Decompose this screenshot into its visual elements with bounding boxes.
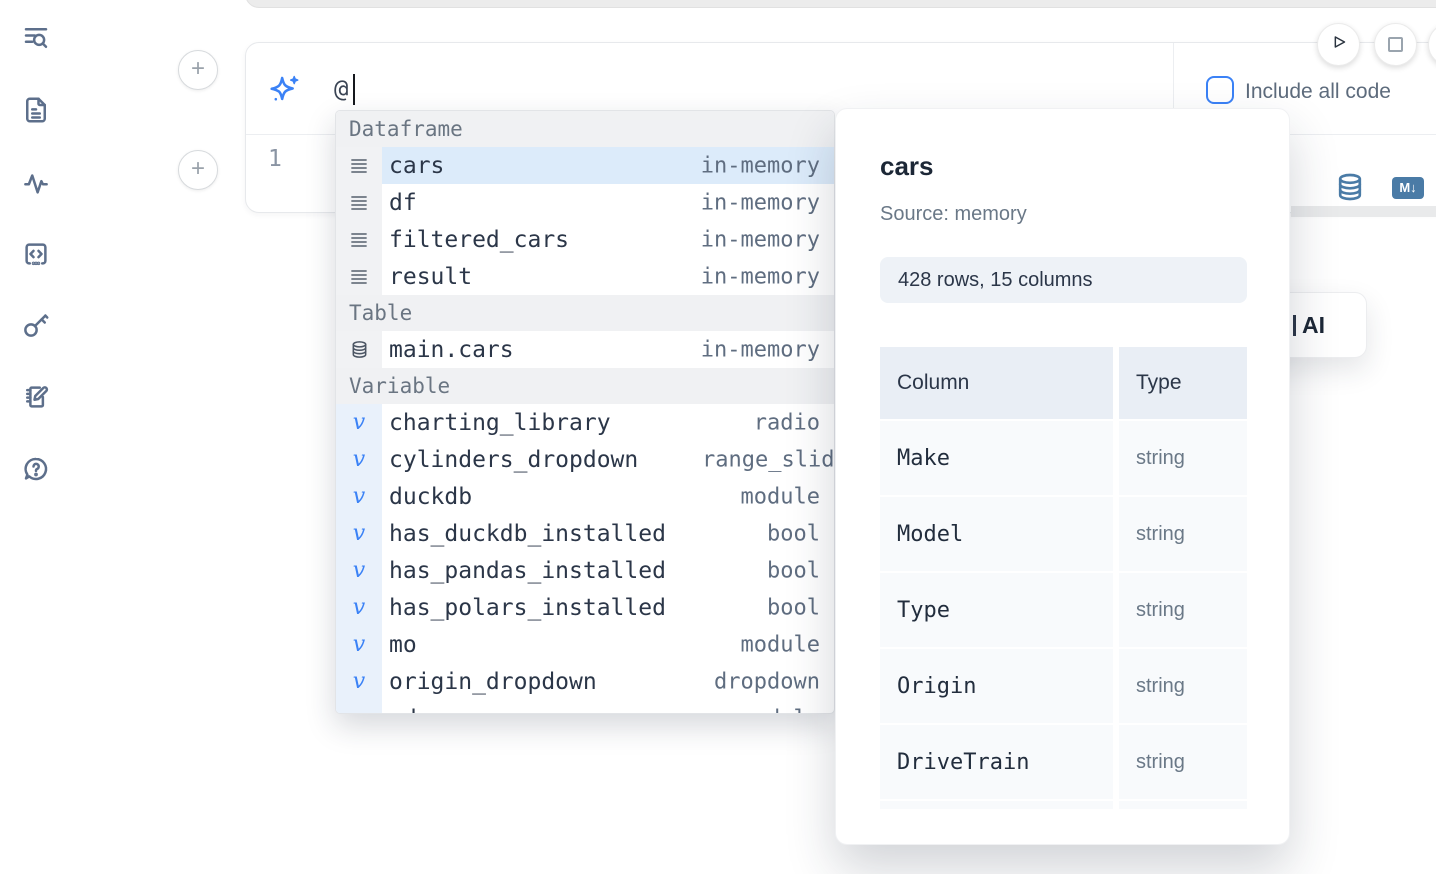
add-cell-below-button[interactable]: +	[178, 150, 218, 190]
markdown-icon[interactable]: M↓	[1392, 177, 1424, 199]
autocomplete-item-filtered-cars[interactable]: filtered_cars in-memory	[336, 221, 834, 258]
autocomplete-item-origin-dropdown[interactable]: v origin_dropdown dropdown	[336, 663, 834, 700]
table-cell-type: string	[1119, 573, 1247, 647]
table-cell-column: DriveTrain	[880, 725, 1113, 799]
section-header-dataframe: Dataframe	[336, 111, 834, 147]
autocomplete-popup: Dataframe cars in-memory df in-memory fi…	[335, 110, 835, 714]
table-cell-type: string	[1119, 649, 1247, 723]
autocomplete-item-main-cars[interactable]: main.cars in-memory	[336, 331, 834, 368]
dataframe-preview-popover: cars Source: memory 428 rows, 15 columns…	[835, 108, 1290, 845]
autocomplete-item-df[interactable]: df in-memory	[336, 184, 834, 221]
add-cell-above-button[interactable]: +	[178, 50, 218, 90]
section-header-variable: Variable	[336, 368, 834, 404]
text-cursor	[353, 74, 355, 105]
section-header-table: Table	[336, 295, 834, 331]
variable-icon: v	[336, 441, 382, 478]
run-cell-button[interactable]	[1317, 23, 1360, 66]
autocomplete-item-has-polars-installed[interactable]: v has_polars_installed bool	[336, 589, 834, 626]
autocomplete-item-mo[interactable]: v mo module	[336, 626, 834, 663]
card-vertical-divider	[1173, 43, 1174, 134]
autocomplete-item-cars[interactable]: cars in-memory	[336, 147, 834, 184]
sidebar-item-help[interactable]	[21, 454, 51, 484]
sidebar	[0, 0, 72, 874]
database-icon	[336, 331, 382, 368]
code-snippets-icon	[21, 239, 51, 269]
table-cell-type: string	[1119, 497, 1247, 571]
table-cell-type: string	[1119, 421, 1247, 495]
activity-icon	[21, 168, 51, 198]
variable-icon: v	[336, 515, 382, 552]
database-icon[interactable]	[1335, 172, 1365, 202]
preview-source: Source: memory	[880, 203, 1027, 225]
table-cell-column: Origin	[880, 649, 1113, 723]
table-cell-type	[1119, 801, 1247, 809]
rows-icon	[336, 184, 382, 221]
key-icon	[21, 310, 51, 340]
scratchpad-icon	[21, 382, 51, 412]
line-number: 1	[268, 146, 282, 172]
autocomplete-item-charting-library[interactable]: v charting_library radio	[336, 404, 834, 441]
variable-icon: v	[336, 552, 382, 589]
help-chat-icon	[21, 454, 51, 484]
preview-title: cars	[880, 151, 934, 181]
sidebar-item-tracing[interactable]	[21, 168, 51, 198]
include-all-code-label: Include all code	[1245, 80, 1391, 103]
variable-icon: v	[336, 700, 382, 713]
autocomplete-item-duckdb[interactable]: v duckdb module	[336, 478, 834, 515]
column-header: Column	[880, 347, 1113, 419]
sidebar-item-list-search[interactable]	[21, 23, 51, 53]
sparkles-icon	[268, 73, 302, 107]
stop-button[interactable]	[1374, 23, 1417, 66]
autocomplete-item-has-pandas-installed[interactable]: v has_pandas_installed bool	[336, 552, 834, 589]
sidebar-item-scratchpad[interactable]	[21, 382, 51, 412]
variable-icon: v	[336, 478, 382, 515]
variable-icon: v	[336, 663, 382, 700]
schema-table: Column Type Make string Model string Typ…	[880, 347, 1247, 809]
table-cell-column	[880, 801, 1113, 809]
list-search-icon	[21, 23, 51, 53]
rows-icon	[336, 147, 382, 184]
include-all-code-checkbox[interactable]	[1206, 76, 1234, 104]
previous-cell-edge	[245, 0, 1436, 8]
rows-icon	[336, 221, 382, 258]
type-header: Type	[1119, 347, 1247, 419]
cell-output-bar	[1291, 206, 1436, 217]
table-cell-column: Make	[880, 421, 1113, 495]
autocomplete-item-result[interactable]: result in-memory	[336, 258, 834, 295]
sidebar-item-snippets[interactable]	[21, 239, 51, 269]
table-cell-column: Model	[880, 497, 1113, 571]
autocomplete-item-cylinders-dropdown[interactable]: v cylinders_dropdown range_slider	[336, 441, 834, 478]
variable-icon: v	[336, 589, 382, 626]
play-icon	[1328, 31, 1350, 58]
shape-badge: 428 rows, 15 columns	[880, 257, 1247, 303]
table-cell-column: Type	[880, 573, 1113, 647]
file-text-icon	[21, 95, 51, 125]
rows-icon	[336, 258, 382, 295]
variable-icon: v	[336, 404, 382, 441]
variable-icon: v	[336, 626, 382, 663]
ai-prompt-input[interactable]: @	[334, 75, 349, 103]
sidebar-item-files[interactable]	[21, 95, 51, 125]
stop-icon	[1388, 37, 1403, 52]
table-cell-type: string	[1119, 725, 1247, 799]
autocomplete-item-pd[interactable]: v pd module	[336, 700, 834, 713]
clipped-letter-fragment	[1293, 315, 1296, 336]
autocomplete-item-has-duckdb-installed[interactable]: v has_duckdb_installed bool	[336, 515, 834, 552]
sidebar-item-secrets[interactable]	[21, 310, 51, 340]
